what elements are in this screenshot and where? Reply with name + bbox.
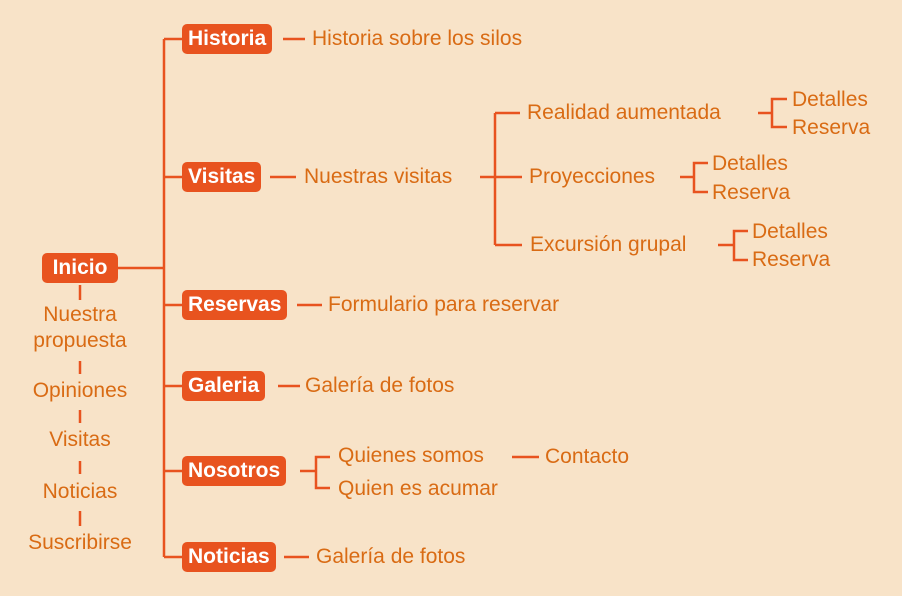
node-reservas: Reservas <box>182 290 288 320</box>
node-excursion-reserva: Reserva <box>752 248 831 271</box>
node-noticias-fotos: Galería de fotos <box>316 545 466 568</box>
node-nuestras-visitas: Nuestras visitas <box>304 165 453 188</box>
bracket-excursion <box>732 229 748 262</box>
node-realidad-aumentada: Realidad aumentada <box>527 101 721 124</box>
node-inicio: Inicio <box>42 253 118 283</box>
node-nosotros: Nosotros <box>182 456 287 486</box>
node-galeria: Galeria <box>182 371 266 401</box>
node-galeria-fotos: Galería de fotos <box>305 374 455 397</box>
bracket-realidad <box>770 97 787 129</box>
node-historia: Historia <box>182 24 273 54</box>
home-section-suscribirse: Suscribirse <box>28 531 132 554</box>
home-section-visitas: Visitas <box>49 428 111 451</box>
home-section-propuesta-line1: Nuestra <box>43 303 117 326</box>
node-visitas: Visitas <box>182 162 262 192</box>
node-realidad-reserva: Reserva <box>792 116 871 139</box>
node-excursion-detalles: Detalles <box>752 220 828 243</box>
node-proyecciones-reserva: Reserva <box>712 181 791 204</box>
node-proyecciones: Proyecciones <box>529 165 656 188</box>
node-quien-es-acumar: Quien es acumar <box>338 477 498 500</box>
bracket-nosotros <box>314 455 330 490</box>
node-excursion-grupal: Excursión grupal <box>530 233 687 256</box>
node-realidad-detalles: Detalles <box>792 88 868 111</box>
node-formulario: Formulario para reservar <box>328 293 560 316</box>
node-noticias: Noticias <box>182 542 276 572</box>
node-contacto: Contacto <box>545 445 630 468</box>
node-quienes-somos: Quienes somos <box>338 444 484 467</box>
home-section-opiniones: Opiniones <box>32 379 128 402</box>
node-proyecciones-detalles: Detalles <box>712 152 788 175</box>
home-section-noticias: Noticias <box>42 480 118 503</box>
node-historia-silos: Historia sobre los silos <box>312 27 523 50</box>
home-section-propuesta: propuesta <box>33 329 127 352</box>
bracket-proyecciones <box>692 161 708 194</box>
